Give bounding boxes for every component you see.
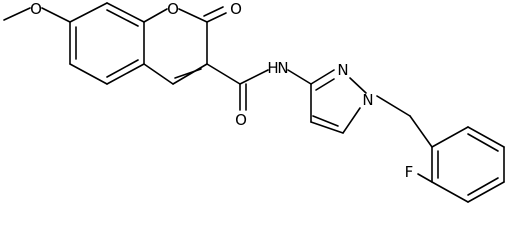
- bond: [349, 77, 367, 94]
- atom-label-methoxy-oxygen: O: [30, 0, 42, 18]
- bond-double: [467, 177, 499, 196]
- atom-label-fluorine: F: [405, 163, 414, 181]
- bond-double: [467, 133, 499, 152]
- bond: [409, 115, 433, 148]
- bond: [310, 69, 335, 85]
- bonds: [3, 2, 505, 203]
- bond: [69, 63, 108, 85]
- atom-label-ring-oxygen: O: [167, 0, 179, 18]
- bond: [106, 2, 145, 23]
- bond: [143, 63, 174, 85]
- bond: [287, 69, 312, 85]
- atom-label-pyrazole-n1: N: [362, 91, 373, 109]
- bond-double: [106, 59, 139, 78]
- atom-label-carbonyl-oxygen: O: [230, 0, 242, 18]
- bond: [3, 7, 31, 21]
- bond: [106, 63, 145, 85]
- bond: [342, 107, 361, 134]
- bond: [143, 8, 168, 23]
- atom-labels: O O O O N H N N F: [30, 0, 413, 181]
- bond-double: [106, 9, 139, 27]
- bond: [467, 181, 505, 203]
- bond-double: [315, 78, 335, 91]
- bond-double: [312, 115, 339, 127]
- bond: [69, 2, 108, 23]
- bond: [310, 121, 344, 134]
- bond: [239, 69, 269, 85]
- bond: [206, 63, 241, 85]
- atom-label-pyrazole-n2: N: [337, 61, 348, 79]
- bond: [467, 126, 505, 148]
- atom-label-amide-nitrogen: N: [277, 59, 288, 77]
- bond-double: [174, 68, 202, 79]
- atom-label-amide-oxygen: O: [235, 111, 247, 129]
- bond: [431, 126, 469, 148]
- bond: [172, 63, 208, 85]
- bond: [203, 6, 224, 17]
- atom-label-amide-hydrogen: H: [267, 59, 278, 77]
- bond: [431, 181, 469, 203]
- bond: [178, 8, 208, 23]
- chemical-structure: O O O O N H N N F: [3, 0, 505, 203]
- bond: [417, 173, 433, 183]
- bond: [376, 95, 411, 117]
- bond: [41, 7, 71, 23]
- bond: [206, 12, 227, 23]
